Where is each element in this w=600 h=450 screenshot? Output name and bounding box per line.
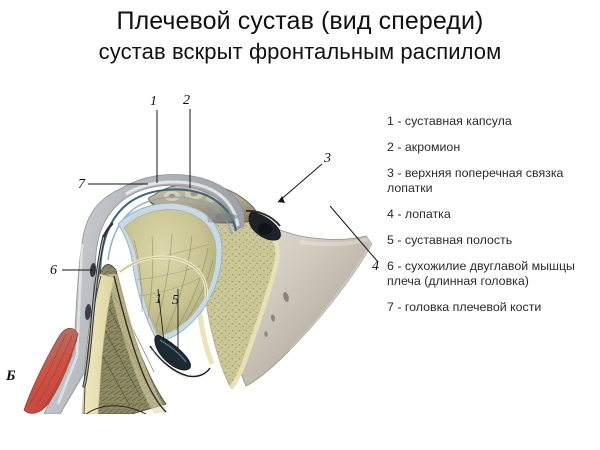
shoulder-joint-illustration: 1 2 3 4 5 6 7 <box>0 84 382 414</box>
callout-label-6: 6 <box>50 263 57 278</box>
biceps-long-head-tendon <box>82 222 114 388</box>
callout-label-3: 3 <box>323 151 331 166</box>
title-block: Плечевой сустав (вид спереди) сустав вск… <box>0 6 600 66</box>
legend-item-5: 5 - суставная полость <box>387 233 513 247</box>
legend-item-7: 7 - головка плечевой кости <box>387 300 542 314</box>
superior-transverse-scapular-ligament <box>245 209 281 241</box>
legend-item-2: 2 - акромион <box>387 140 461 154</box>
legend-item-4: 4 - лопатка <box>387 207 451 221</box>
callout-label-4: 4 <box>372 259 379 274</box>
callout-group: 1 2 3 4 5 6 7 <box>50 93 379 352</box>
page-subtitle: сустав вскрыт фронтальным распилом <box>98 39 502 64</box>
leader-line-1b <box>157 288 165 343</box>
callout-label-1b: 1 <box>155 292 162 307</box>
legend-item-6: 6 - сухожилие двуглавой мышцы плеча (дли… <box>387 259 575 288</box>
callout-label-2: 2 <box>183 93 190 108</box>
biceps-muscle-belly <box>23 327 79 414</box>
callout-label-1: 1 <box>150 94 157 109</box>
leader-line-3 <box>277 163 323 203</box>
leader-line-4 <box>329 205 379 263</box>
humeral-head <box>117 202 223 343</box>
callout-label-5: 5 <box>172 293 179 308</box>
callout-label-7: 7 <box>78 177 86 192</box>
leader-arrow-3 <box>278 196 285 203</box>
page-title: Плечевой сустав (вид спереди) <box>116 7 484 35</box>
legend-item-1: 1 - суставная капсула <box>387 114 512 128</box>
subacromial-space <box>206 208 240 223</box>
legend-list: 1 - суставная капсула 2 - акромион 3 - в… <box>387 114 592 315</box>
articular-cavity <box>149 334 211 379</box>
panel-letter: Б <box>5 368 16 384</box>
legend-item-3: 3 - верхняя поперечная связка лопатки <box>387 166 564 195</box>
